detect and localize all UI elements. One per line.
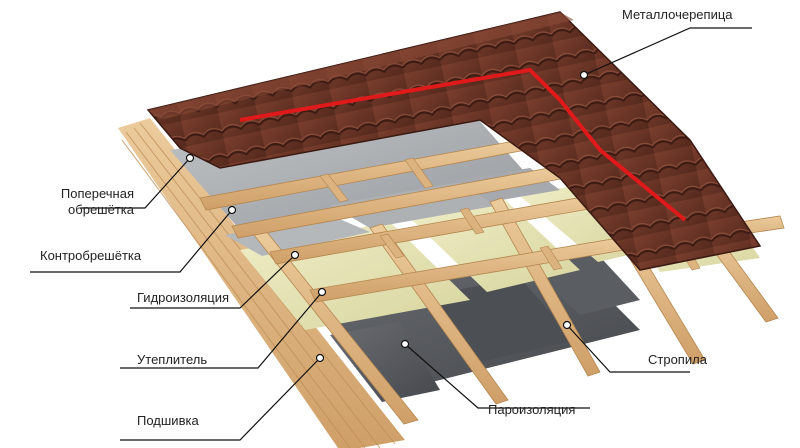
label-soffit: Подшивка — [137, 413, 199, 428]
label-insulation: Утеплитель — [137, 352, 208, 367]
leader-lines — [30, 27, 752, 441]
tile-accent-line — [239, 67, 687, 222]
label-cross-batten-line1: Поперечная — [60, 186, 134, 201]
label-vapor-barrier: Пароизоляция — [488, 402, 576, 417]
label-rafters: Стропила — [648, 352, 707, 367]
leader-dots — [185, 70, 589, 363]
label-cross-batten-line2: обрешётка — [68, 202, 134, 217]
label-cross-batten: Поперечная обрешётка — [24, 186, 134, 218]
label-waterproofing: Гидроизоляция — [137, 290, 230, 305]
label-counter-batten: Контробрешётка — [40, 248, 142, 263]
label-metal-tile: Металлочерепица — [622, 7, 733, 22]
metal-tile-roof — [146, 11, 762, 271]
